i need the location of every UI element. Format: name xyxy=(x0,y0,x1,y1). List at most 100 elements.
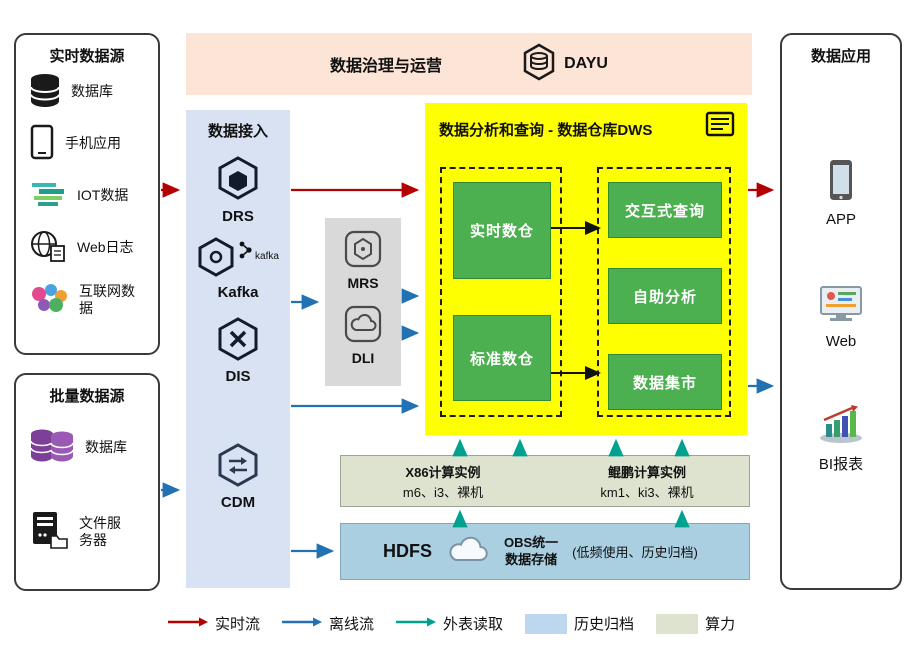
source-item-label: Web日志 xyxy=(77,239,134,256)
ingestion-item-label: DRS xyxy=(222,208,254,225)
ingestion-item-label: DIS xyxy=(225,368,251,385)
source-item-iot: IOT数据 xyxy=(16,170,158,222)
source-item-database: 数据库 xyxy=(16,66,158,118)
realtime-sources-panel: 实时数据源 数据库 手机应用 xyxy=(14,33,160,355)
legend: 实时流 离线流 外表读取 历史归档 算力 xyxy=(168,613,757,634)
document-list-icon xyxy=(705,111,735,142)
blue-arrow-icon xyxy=(282,615,323,632)
dayu-brand: DAYU xyxy=(522,43,608,86)
self-service-analysis-box: 自助分析 xyxy=(608,268,722,324)
batch-sources-panel: 批量数据源 数据库 xyxy=(14,373,160,591)
realtime-warehouse-box: 实时数仓 xyxy=(453,182,551,279)
drs-hexagon-icon xyxy=(217,155,259,206)
bubble-cluster-icon xyxy=(29,282,69,319)
app-item-label: BI报表 xyxy=(818,456,864,473)
red-arrow-icon xyxy=(168,615,208,632)
standard-warehouse-box: 标准数仓 xyxy=(453,315,551,401)
legend-external-read: 外表读取 xyxy=(396,613,503,634)
source-item-label: 互联网数据 xyxy=(79,282,135,317)
service-item-mrs: MRS xyxy=(344,230,382,291)
legend-label: 实时流 xyxy=(215,616,261,633)
obs-label: OBS统一 数据存储 xyxy=(504,535,558,568)
storage-strip: HDFS OBS统一 数据存储 (低频使用、历史归档) xyxy=(340,523,750,580)
source-item-label: 手机应用 xyxy=(65,135,121,152)
x86-title: X86计算实例 xyxy=(405,464,481,480)
iot-wordcloud-icon xyxy=(29,179,67,214)
applications-panel: 数据应用 APP xyxy=(780,33,902,590)
service-item-dli: DLI xyxy=(344,305,382,366)
cdm-hexagon-icon xyxy=(217,443,259,492)
database-icon xyxy=(29,73,61,112)
batch-sources-title: 批量数据源 xyxy=(49,388,125,405)
legend-label: 历史归档 xyxy=(574,616,635,633)
teal-arrow-icon xyxy=(396,615,437,632)
bi-chart-icon xyxy=(818,404,864,449)
dws-title: 数据分析和查询 - 数据仓库DWS xyxy=(439,122,653,139)
obs-cloud-icon xyxy=(446,534,490,569)
compute-instances-strip: X86计算实例 m6、i3、裸机 鲲鹏计算实例 km1、ki3、裸机 xyxy=(340,455,750,507)
mrs-icon xyxy=(344,230,382,273)
app-item-bi: BI报表 xyxy=(818,404,864,474)
source-item-label: 数据库 xyxy=(85,439,127,456)
x86-compute-block: X86计算实例 m6、i3、裸机 xyxy=(341,456,545,506)
ingestion-item-label: Kafka xyxy=(217,284,259,301)
compute-color-swatch xyxy=(656,613,699,634)
obs-label-line1: OBS统一 xyxy=(504,535,559,551)
service-item-label: MRS xyxy=(347,275,379,291)
web-monitor-icon xyxy=(818,284,864,329)
kunpeng-title: 鲲鹏计算实例 xyxy=(607,464,686,480)
source-item-label: IOT数据 xyxy=(77,187,129,204)
governance-banner: 数据治理与运营 DAYU xyxy=(186,33,752,95)
service-item-label: DLI xyxy=(351,350,375,366)
archive-color-swatch xyxy=(525,613,568,634)
applications-title: 数据应用 xyxy=(810,48,871,65)
dis-hexagon-icon xyxy=(217,317,259,366)
legend-label: 外表读取 xyxy=(443,616,504,633)
kafka-logo-icon: kafka xyxy=(237,237,279,262)
legend-offline: 离线流 xyxy=(282,613,374,634)
obs-note: (低频使用、历史归档) xyxy=(572,545,698,560)
governance-title: 数据治理与运营 xyxy=(330,58,443,75)
file-server-icon xyxy=(29,510,69,555)
legend-archive: 历史归档 xyxy=(525,613,634,634)
hdfs-label: HDFS xyxy=(383,541,432,561)
dli-icon xyxy=(344,305,382,348)
source-item-web-log: Web日志 xyxy=(16,222,158,274)
dayu-brand-label: DAYU xyxy=(564,55,608,72)
app-phone-icon xyxy=(825,158,857,207)
dws-block: 数据分析和查询 - 数据仓库DWS 实时数仓 标准数仓 交互式查询 自助分析 数… xyxy=(425,103,747,435)
kafka-logo-wordmark: kafka xyxy=(255,251,279,262)
data-mart-box: 数据集市 xyxy=(608,354,722,410)
app-item-web: Web xyxy=(818,284,864,350)
globe-document-icon xyxy=(29,229,67,268)
ingestion-panel: 数据接入 DRS xyxy=(186,110,290,588)
source-item-mobile-app: 手机应用 xyxy=(16,118,158,170)
legend-compute: 算力 xyxy=(656,613,735,634)
analytics-services-box: MRS DLI xyxy=(325,218,401,386)
legend-label: 离线流 xyxy=(329,616,375,633)
legend-label: 算力 xyxy=(705,616,736,633)
ingestion-item-drs: DRS xyxy=(217,155,259,225)
source-item-label: 数据库 xyxy=(71,83,113,100)
capability-group: 交互式查询 自助分析 数据集市 xyxy=(597,167,731,417)
purple-database-icon xyxy=(29,426,75,471)
source-item-internet-data: 互联网数据 xyxy=(16,274,158,326)
legend-realtime: 实时流 xyxy=(168,613,260,634)
source-item-file-server: 文件服务器 xyxy=(16,490,158,574)
source-item-label: 文件服务器 xyxy=(79,514,121,549)
ingestion-item-kafka: kafka Kafka xyxy=(197,237,279,301)
ingestion-item-dis: DIS xyxy=(217,317,259,385)
ingestion-item-cdm: CDM xyxy=(217,443,259,511)
kafka-hexagon-icon xyxy=(197,237,235,282)
app-item-label: APP xyxy=(825,211,856,228)
ingestion-item-label: CDM xyxy=(220,494,256,511)
smartphone-icon xyxy=(29,124,55,165)
ingestion-title: 数据接入 xyxy=(207,123,268,140)
obs-label-line2: 数据存储 xyxy=(505,551,558,567)
kunpeng-detail: km1、ki3、裸机 xyxy=(600,484,694,500)
warehouse-group: 实时数仓 标准数仓 xyxy=(440,167,562,417)
interactive-query-box: 交互式查询 xyxy=(608,182,722,238)
dayu-hexagon-icon xyxy=(522,43,556,86)
app-item-app: APP xyxy=(825,158,857,228)
